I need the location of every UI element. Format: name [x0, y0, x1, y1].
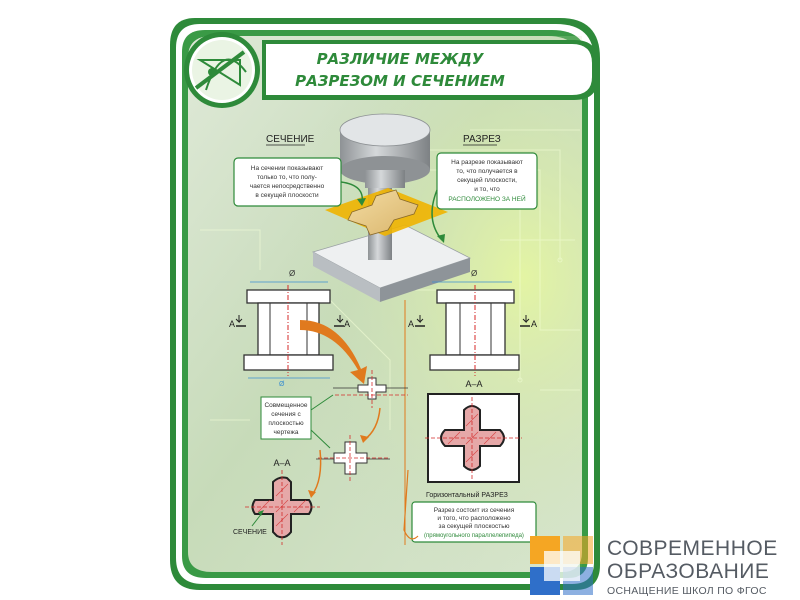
combined-section-2 [316, 435, 390, 482]
svg-text:РАСПОЛОЖЕНО ЗА НЕЙ: РАСПОЛОЖЕНО ЗА НЕЙ [448, 194, 526, 203]
svg-text:А: А [229, 319, 235, 329]
svg-text:А–А: А–А [273, 458, 290, 468]
svg-text:чертежа: чертежа [274, 429, 299, 436]
label-cut: РАЗРЕЗ [463, 134, 501, 145]
svg-text:(прямоугольного параллелепипед: (прямоугольного параллелепипеда) [424, 533, 524, 539]
left-section-aa: А–А СЕЧЕНИЕ [233, 449, 322, 545]
svg-text:СЕЧЕНИЕ: СЕЧЕНИЕ [233, 529, 267, 536]
svg-text:Разрез состоит из сечения: Разрез состоит из сечения [434, 507, 515, 514]
right-front-view: Ø А А [408, 269, 537, 376]
svg-text:чается непосредственно: чается непосредственно [250, 183, 325, 190]
brand-tagline: ОСНАЩЕНИЕ ШКОЛ ПО ФГОС [607, 585, 767, 597]
svg-text:А–А: А–А [465, 379, 482, 389]
isometric-model [311, 113, 472, 302]
svg-text:в секущей плоскости: в секущей плоскости [255, 191, 319, 199]
drafting-emblem-icon [184, 32, 260, 108]
combined-section-1 [333, 370, 408, 408]
bottom-note: Разрез состоит из сечения и того, что ра… [403, 469, 537, 543]
title-line2: РАЗРЕЗОМ И СЕЧЕНИЕМ [295, 72, 505, 90]
svg-text:только то, что полу-: только то, что полу- [257, 174, 317, 181]
svg-text:и того, что расположено: и того, что расположено [437, 515, 511, 522]
callout-right: На разрезе показывают то, что получается… [431, 152, 538, 243]
horizontal-cut-label: Горизонтальный РАЗРЕЗ [426, 491, 508, 499]
svg-text:На разрезе показывают: На разрезе показывают [451, 159, 523, 166]
callout-left: На сечении показывают только то, что пол… [233, 157, 366, 207]
svg-text:сечения с: сечения с [271, 411, 301, 418]
svg-text:Ø: Ø [289, 269, 295, 278]
svg-text:секущей плоскости,: секущей плоскости, [457, 176, 517, 184]
brand-logo: СОВРЕМЕННОЕ ОБРАЗОВАНИЕ ОСНАЩЕНИЕ ШКОЛ П… [527, 533, 797, 599]
combined-note: Совмещенное сечения с плоскостью чертежа [260, 394, 334, 449]
svg-text:за секущей плоскостью: за секущей плоскостью [438, 522, 509, 530]
svg-text:Ø: Ø [279, 381, 285, 388]
label-section: СЕЧЕНИЕ [266, 134, 315, 145]
svg-text:то, что получается в: то, что получается в [456, 168, 518, 175]
svg-text:Ø: Ø [471, 269, 477, 278]
svg-text:А: А [531, 319, 537, 329]
title-line1: РАЗЛИЧИЕ МЕЖДУ [317, 50, 485, 68]
brand-emblem-icon [530, 536, 593, 595]
brand-line2: ОБРАЗОВАНИЕ [607, 560, 770, 583]
svg-text:плоскостью: плоскостью [268, 420, 303, 427]
right-section-aa: А–А Горизонтальный РАЗРЕЗ [425, 379, 522, 499]
brand-line1: СОВРЕМЕННОЕ [607, 537, 778, 560]
left-front-view: Ø Ø А А [229, 269, 367, 388]
svg-text:Совмещенное: Совмещенное [264, 402, 307, 409]
svg-text:и то, что: и то, что [474, 186, 500, 193]
svg-text:А: А [344, 319, 350, 329]
svg-text:На сечении показывают: На сечении показывают [251, 165, 323, 172]
svg-text:А: А [408, 319, 414, 329]
